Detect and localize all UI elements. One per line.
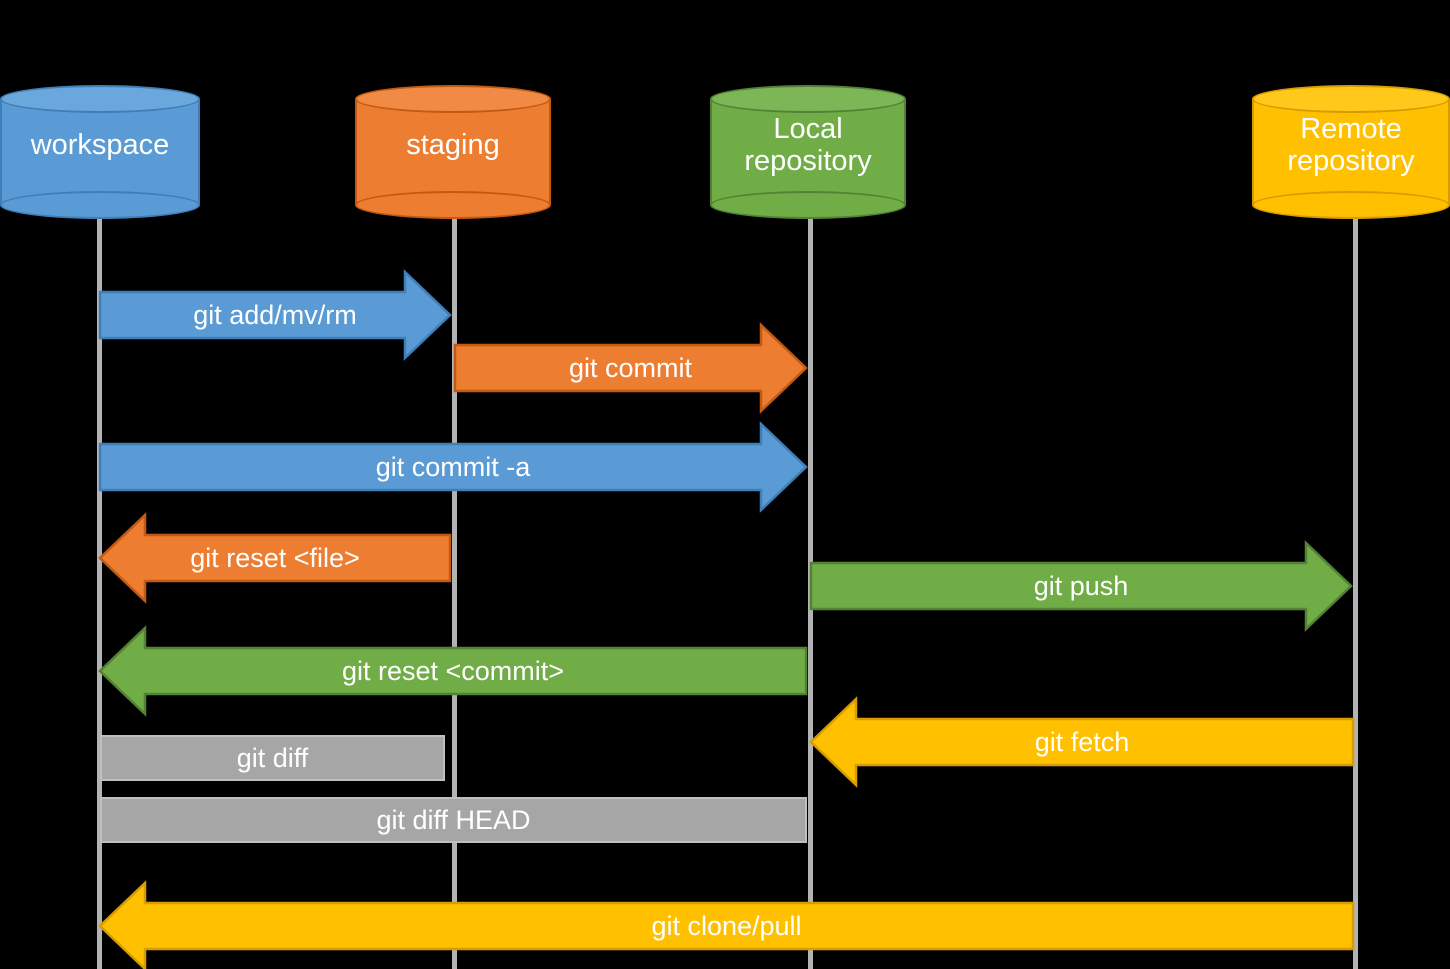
lifeline-remote <box>1353 150 1358 969</box>
node-staging[interactable]: staging <box>355 85 551 219</box>
bar-diff[interactable]: git diff <box>100 735 445 781</box>
lifeline-staging <box>452 150 457 969</box>
arrow-fetch[interactable]: git fetch <box>809 696 1355 788</box>
node-label-staging: staging <box>406 128 500 161</box>
arrow-clone-pull[interactable]: git clone/pull <box>98 880 1355 969</box>
arrow-commit[interactable]: git commit <box>453 322 808 414</box>
lifeline-local <box>808 150 813 969</box>
arrow-add[interactable]: git add/mv/rm <box>98 269 452 361</box>
cylinder-bottom <box>1252 191 1450 219</box>
lifeline-workspace <box>97 150 102 969</box>
cylinder-body <box>355 99 551 205</box>
node-label-workspace: workspace <box>30 128 170 161</box>
cylinder-bottom <box>355 191 551 219</box>
arrow-commit-a[interactable]: git commit -a <box>98 421 808 513</box>
node-workspace[interactable]: workspace <box>0 85 200 219</box>
bar-diff-head[interactable]: git diff HEAD <box>100 797 807 843</box>
cylinder-body <box>1252 99 1450 205</box>
cylinder-top <box>355 85 551 113</box>
cylinder-top <box>710 85 906 113</box>
arrow-reset-file[interactable]: git reset <file> <box>98 512 452 604</box>
cylinder-bottom <box>0 191 200 219</box>
cylinder-body <box>0 99 200 205</box>
bar-label-diff: git diff <box>236 742 309 773</box>
cylinder-top <box>0 85 200 113</box>
cylinder-body <box>710 99 906 205</box>
arrow-reset-commit[interactable]: git reset <commit> <box>98 625 808 717</box>
cylinder-bottom <box>710 191 906 219</box>
cylinder-top <box>1252 85 1450 113</box>
bar-label-diff-head: git diff HEAD <box>376 804 531 835</box>
arrow-push[interactable]: git push <box>809 540 1353 632</box>
